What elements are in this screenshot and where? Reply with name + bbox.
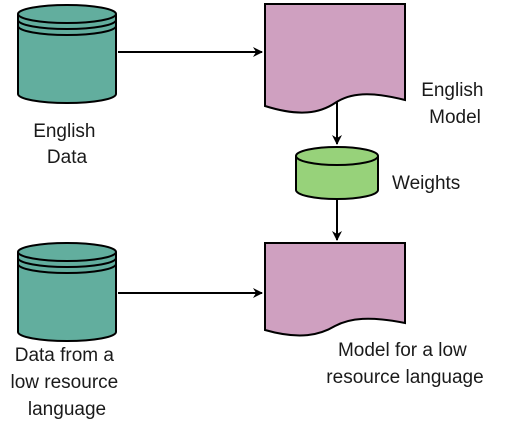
document-shape: [264, 242, 406, 337]
low-resource-model-label: Model for a low resource language: [326, 340, 483, 388]
document-shape: [264, 3, 406, 114]
database-cylinder-icon: [17, 4, 117, 104]
low-resource-data-label: Data from a low resource language: [11, 345, 124, 420]
database-cylinder-icon: [17, 242, 117, 342]
low-resource-model-node[interactable]: [264, 242, 406, 337]
english-data-label: English Data: [33, 121, 101, 168]
english-model-node[interactable]: [264, 3, 406, 114]
low-resource-data-node[interactable]: [17, 242, 117, 342]
database-cylinder-icon: [295, 146, 379, 200]
weights-node[interactable]: [295, 146, 379, 200]
english-model-label: English Model: [421, 80, 489, 128]
english-data-node[interactable]: [17, 4, 117, 104]
weights-label: Weights: [392, 173, 460, 194]
